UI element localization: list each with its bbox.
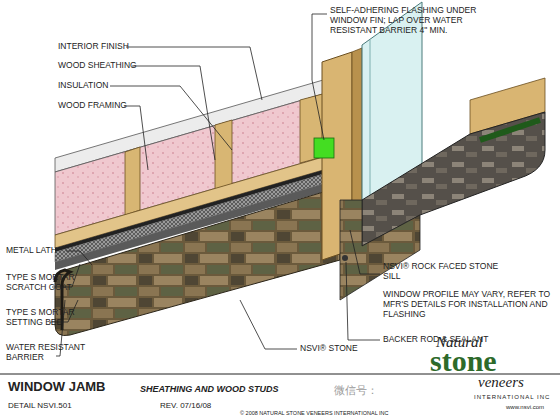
logo-text: INTERNATIONAL INC	[474, 394, 550, 401]
copyright: © 2008 NATURAL STONE VENEERS INTERNATION…	[240, 410, 389, 416]
callout-label: METAL LATH	[6, 246, 57, 256]
revision-date: REV. 07/16/08	[160, 401, 211, 410]
callout-label: WINDOW PROFILE MAY VARY, REFER TO MFR'S …	[383, 290, 553, 319]
callout-label: NSVI® STONE	[300, 344, 358, 354]
drawing-title: WINDOW JAMB	[8, 380, 106, 395]
callout-label: WATER RESISTANT BARRIER	[6, 343, 106, 363]
callout-label: INTERIOR FINISH	[58, 42, 129, 52]
callout-label: TYPE S MORTAR SCRATCH COAT	[6, 273, 96, 293]
callout-label: SELF-ADHERING FLASHING UNDER WINDOW FIN;…	[330, 6, 490, 35]
logo-text: stone	[430, 346, 497, 376]
logo-text: veneers	[478, 374, 524, 391]
subtitle: SHEATHING AND WOOD STUDS	[140, 384, 279, 394]
callout-label: INSULATION	[58, 81, 108, 91]
callout-label: NSVI® ROCK FACED STONE SILL	[383, 262, 503, 282]
website: www.nsvi.com	[506, 404, 544, 411]
detail-number: DETAIL NSVI.501	[8, 401, 72, 410]
callout-label: WOOD FRAMING	[58, 101, 127, 111]
callout-label: TYPE S MORTAR SETTING BED	[6, 308, 96, 328]
callout-label: WOOD SHEATHING	[58, 61, 137, 71]
watermark: 微信号：	[334, 384, 378, 397]
